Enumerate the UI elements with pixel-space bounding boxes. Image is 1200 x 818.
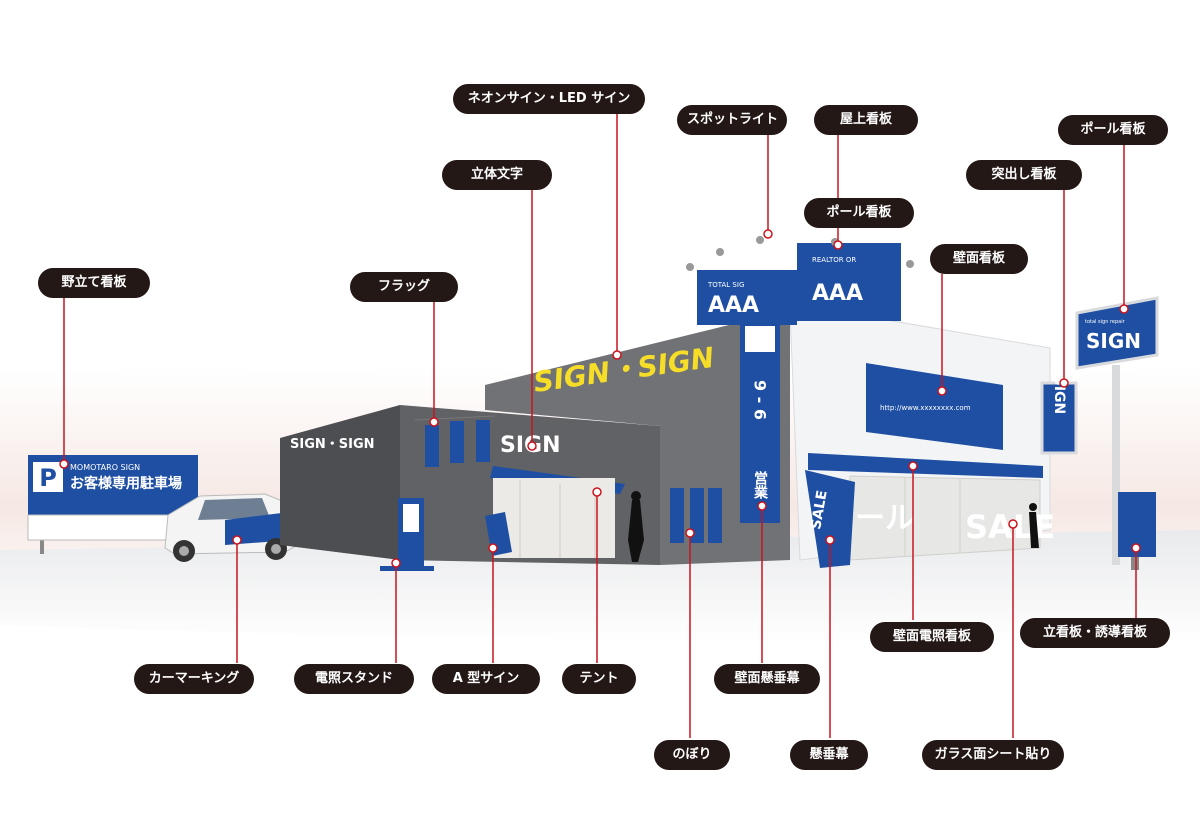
label-pole-sign-center: ポール看板 [804,198,914,228]
glass-sheet-text: ール [855,501,915,536]
left-building-sign: SIGN・SIGN [290,437,375,452]
label-flag: フラッグ [350,272,458,302]
left-building: SIGN・SIGN SIGN [280,405,660,571]
main-building: SIGN・SIGN TOTAL SIG AAA REALTOR OR AAA 9… [485,236,1078,568]
label-illuminated-stand: 電照スタンド [294,664,414,694]
leader-lines [63,113,1137,738]
parking-p-icon: P [39,464,57,492]
label-spotlight: スポットライト [677,105,787,135]
parking-sign-text: お客様専用駐車場 [70,475,182,492]
rooftop-small-left: TOTAL SIG [707,281,744,289]
parking-sign-latin: MOMOTARO SIGN [70,463,140,472]
pole-sign: total sign repair SIGN [1075,296,1159,565]
label-protruding-sign: 突出し看板 [966,160,1082,190]
label-a-frame-sign: A 型サイン [432,664,540,694]
rooftop-small-right: REALTOR OR [812,256,856,264]
rooftop-big-right: AAA [812,281,863,306]
label-wall-illuminated-sign: 壁面電照看板 [870,622,994,652]
wall-sign-text: http://www.xxxxxxxx.com [880,404,971,412]
standing-guide-post [1131,557,1139,570]
label-standing-guide-sign: 立看板・誘導看板 [1020,618,1170,648]
wall-banner-bottom: 営業 [752,470,769,500]
label-hanging-banner: 懸垂幕 [790,740,868,770]
hanging-sale-text: SALE [808,489,831,531]
label-field-sign: 野立て看板 [38,268,150,298]
label-car-marking: カーマーキング [134,664,254,694]
ground [0,530,1200,643]
label-rooftop-sign: 屋上看板 [814,105,918,135]
pole-sign-big: SIGN [1086,329,1141,353]
label-tent: テント [562,664,636,694]
label-neon-sign: ネオンサイン・LED サイン [453,84,645,114]
label-pole-sign-right: ポール看板 [1058,115,1168,145]
label-wall-banner: 壁面懸垂幕 [714,664,820,694]
rooftop-big-left: AAA [708,293,759,318]
label-glass-sheet: ガラス面シート貼り [922,740,1064,770]
label-wall-sign: 壁面看板 [930,244,1028,274]
label-solid-letters: 立体文字 [442,160,552,190]
wall-banner-text: 9 - 6 [751,380,770,420]
car [164,493,299,562]
leader-dots [59,229,1141,568]
pole-sign-small: total sign repair [1085,319,1126,325]
label-nobori: のぼり [654,740,730,770]
